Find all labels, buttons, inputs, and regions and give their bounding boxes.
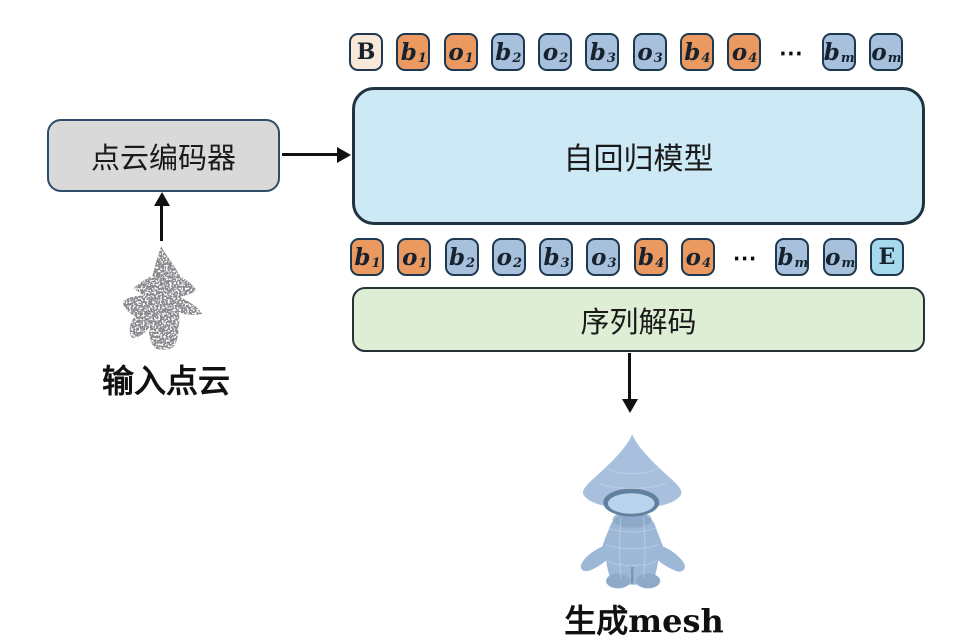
token-label: b — [684, 38, 701, 66]
token-label: b — [543, 243, 560, 271]
autoregressive-model-label: 自回归模型 — [563, 142, 714, 177]
token-box: B — [349, 33, 383, 71]
token-subscript: m — [887, 50, 902, 66]
token-subscript: 3 — [653, 50, 663, 66]
token-subscript: m — [840, 50, 855, 66]
autoregressive-model-box: 自回归模型 — [352, 87, 925, 225]
token-box: ⋯ — [774, 33, 808, 71]
token-subscript: 4 — [701, 50, 711, 66]
token-label: o — [448, 38, 464, 66]
token-label: o — [542, 38, 559, 66]
token-subscript: 4 — [702, 255, 712, 271]
token-label: E — [878, 244, 896, 270]
token-subscript: 2 — [466, 255, 476, 271]
output-caption: 生成mesh — [564, 602, 724, 640]
token-label: b — [448, 243, 466, 271]
token-subscript: 3 — [606, 50, 616, 66]
token-label: ⋯ — [778, 37, 804, 67]
generated-mesh-figure — [565, 427, 705, 593]
arrow-pointcloud-to-encoder-head — [153, 192, 170, 206]
token-label: b — [589, 38, 606, 66]
token-box: E — [869, 238, 904, 276]
token-subscript: 3 — [607, 255, 617, 271]
sequence-decoder-box: 序列解码 — [352, 287, 925, 352]
token-label: o — [871, 38, 887, 66]
input-pointcloud-figure — [114, 244, 212, 352]
token-label: b — [354, 243, 371, 271]
token-label: ⋯ — [732, 242, 758, 272]
token-subscript: 2 — [512, 50, 522, 66]
arrow-pointcloud-to-encoder-line — [160, 204, 163, 241]
token-subscript: m — [841, 255, 856, 271]
token-subscript: 4 — [748, 50, 758, 66]
token-label: o — [496, 243, 512, 271]
token-subscript: 3 — [560, 255, 570, 271]
pointcloud-icon — [122, 246, 203, 350]
token-label: B — [356, 39, 376, 65]
sequence-decoder-label: 序列解码 — [580, 304, 697, 339]
mesh-wizard-icon — [580, 434, 685, 589]
arrow-encoder-to-model-line — [282, 153, 338, 156]
token-label: o — [402, 243, 418, 271]
token-subscript: 1 — [464, 50, 474, 66]
token-subscript: 2 — [512, 255, 522, 271]
token-label: b — [638, 243, 655, 271]
token-subscript: 4 — [655, 255, 665, 271]
pointcloud-encoder-label: 点云编码器 — [90, 140, 236, 175]
token-label: o — [685, 243, 701, 271]
token-label: b — [823, 38, 840, 66]
input-caption: 输入点云 — [101, 362, 230, 400]
token-subscript: 1 — [418, 255, 428, 271]
token-label: o — [591, 243, 607, 271]
token-subscript: 2 — [559, 50, 569, 66]
token-subscript: 1 — [417, 50, 427, 66]
token-label: b — [777, 243, 794, 271]
pointcloud-encoder-box: 点云编码器 — [47, 119, 280, 192]
token-label: o — [731, 38, 748, 66]
token-subscript: m — [794, 255, 809, 271]
token-label: b — [400, 38, 417, 66]
arrow-encoder-to-model-head — [337, 146, 351, 163]
arrow-decoder-to-mesh-head — [621, 399, 638, 413]
token-label: o — [825, 243, 841, 271]
token-label: o — [637, 38, 653, 66]
token-subscript: 1 — [371, 255, 381, 271]
token-label: b — [495, 38, 512, 66]
arrow-decoder-to-mesh-line — [628, 353, 631, 400]
token-box: ⋯ — [728, 238, 762, 276]
